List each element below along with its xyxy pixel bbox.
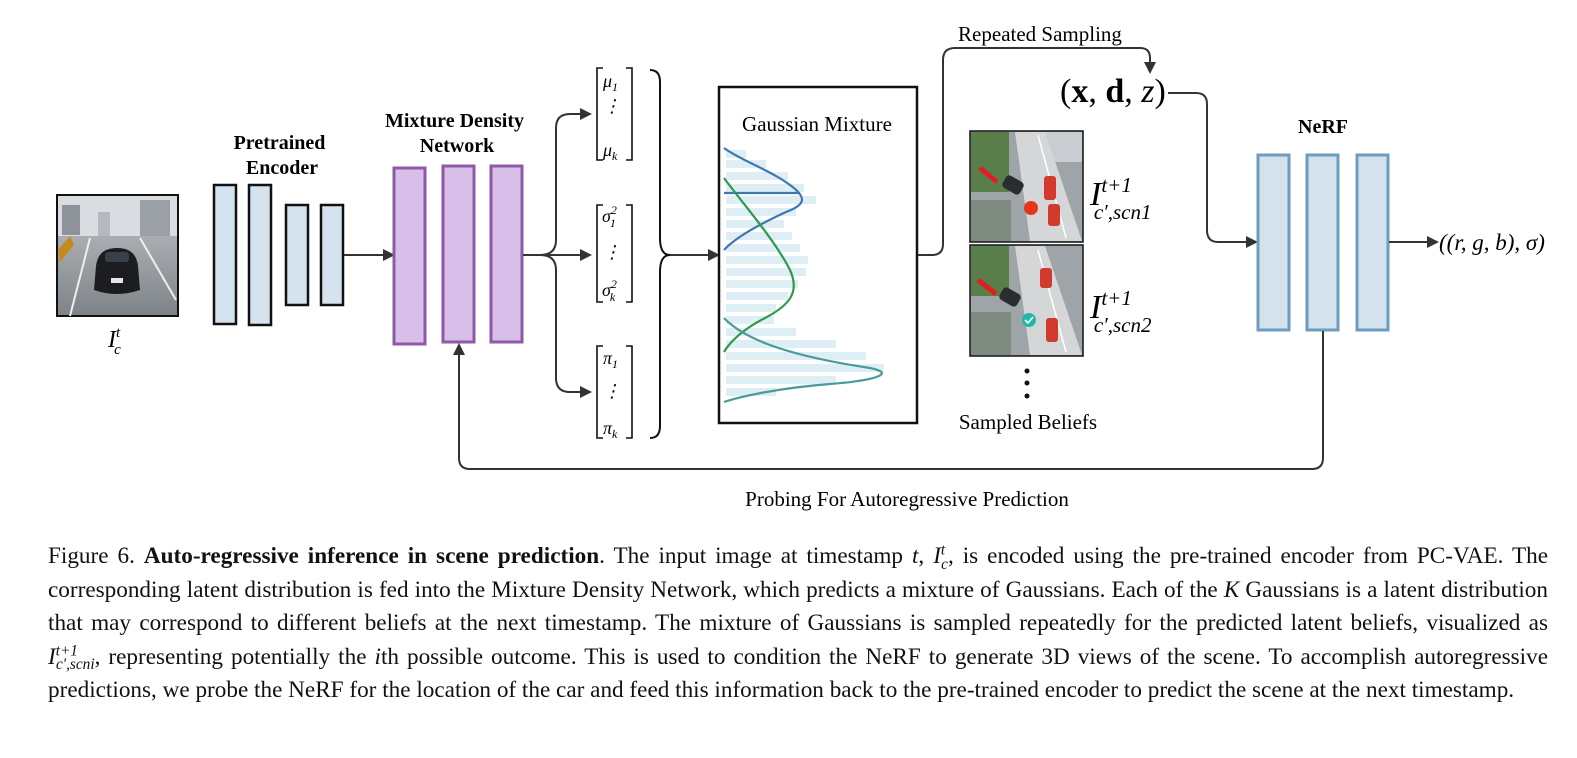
caption-belief-symbol: It+1c′,scni	[48, 642, 95, 674]
mdn-label-line1: Mixture Density	[385, 110, 524, 132]
nerf-network	[1256, 153, 1390, 332]
pi-1: π1	[603, 348, 618, 371]
gaussian-label: Gaussian Mixture	[742, 112, 892, 136]
arrow-query-nerf	[1168, 92, 1258, 248]
pi-k: πk	[603, 418, 618, 441]
repeated-sampling-arrow	[918, 47, 1156, 256]
query-label: (x, d, z)	[1060, 73, 1166, 110]
mu-1: μ1	[602, 71, 618, 94]
mu-k: μk	[602, 140, 618, 163]
output-label: ((r, g, b), σ)	[1439, 230, 1545, 255]
belief-image-2	[969, 244, 1084, 357]
pretrained-encoder	[212, 183, 345, 327]
encoder-label: Pretrained Encoder	[234, 132, 331, 179]
caption-title: Auto-regressive inference in scene predi…	[143, 543, 600, 569]
svg-text:⋮: ⋮	[603, 96, 621, 116]
encoder-label-line1: Pretrained	[234, 132, 326, 154]
input-image	[56, 194, 179, 317]
figure-caption: Figure 6. Auto-regressive inference in s…	[48, 541, 1549, 704]
gaussian-mixture-box	[717, 85, 919, 425]
parameter-brace	[649, 69, 671, 439]
probing-label: Probing For Autoregressive Prediction	[745, 487, 1069, 511]
nerf-label: NeRF	[1298, 116, 1348, 138]
pi-vector: π1 ⋮ πk	[596, 345, 633, 441]
mixture-density-network	[392, 164, 524, 346]
repeated-sampling-label: Repeated Sampling	[958, 22, 1122, 46]
svg-text:⋮: ⋮	[603, 242, 621, 262]
svg-text:⋮: ⋮	[603, 381, 621, 401]
mu-vector: μ1 ⋮ μk	[596, 67, 633, 163]
more-beliefs-dots	[1024, 368, 1030, 399]
encoder-label-line2: Encoder	[246, 157, 318, 179]
feedback-arrow	[453, 331, 1324, 470]
mdn-label-line2: Network	[420, 135, 495, 157]
mdn-label: Mixture Density Network	[385, 110, 529, 157]
mdn-output-arrows	[523, 108, 592, 398]
belief-image-1	[969, 130, 1084, 243]
caption-input-symbol: Itc	[933, 541, 948, 573]
caption-fig-number: Figure 6.	[48, 543, 135, 569]
sampled-beliefs-label: Sampled Beliefs	[959, 410, 1097, 434]
